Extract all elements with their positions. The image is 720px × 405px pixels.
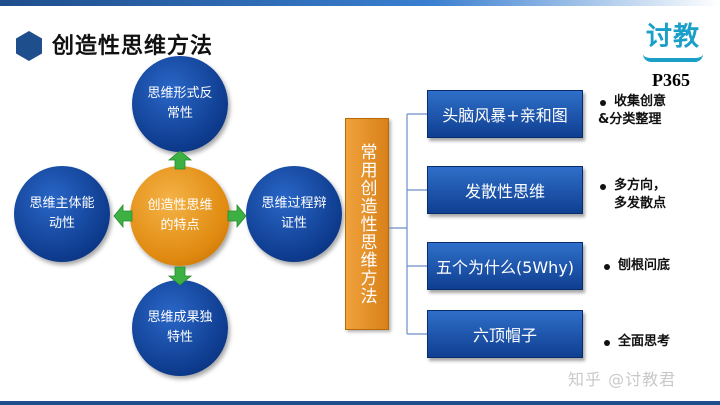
desc-line: 多发散点	[614, 196, 667, 211]
feature-right-label: 思维过程辩证性	[261, 196, 327, 231]
desc-line: 收集创意	[614, 94, 667, 109]
method-box-brainstorm: 头脑风暴+亲和图	[427, 90, 583, 138]
methods-title-box: 常用创造性思维方法	[345, 118, 389, 330]
feature-center-label: 创造性思维的特点	[147, 198, 213, 233]
page-title: 创造性思维方法	[52, 34, 214, 59]
desc-line: 多方向，	[614, 178, 667, 193]
bullet-icon	[600, 184, 606, 190]
method-label: 五个为什么(5Why)	[435, 258, 575, 277]
arrow-left-icon	[113, 204, 133, 228]
bullet-icon	[604, 340, 610, 346]
feature-top-circle: 思维形式反常性	[132, 56, 228, 152]
desc-line: 全面思考	[618, 334, 671, 349]
watermark: 知乎 @讨教君	[568, 370, 677, 389]
feature-bottom-circle: 思维成果独特性	[132, 280, 228, 376]
method-desc-divergent: 多方向， 多发散点	[614, 177, 666, 213]
method-label: 发散性思维	[464, 182, 545, 201]
bullet-icon	[604, 264, 610, 270]
method-box-divergent: 发散性思维	[427, 166, 583, 214]
hexagon-icon	[16, 31, 42, 61]
bracket-connector	[389, 113, 427, 335]
arrow-down-icon	[168, 266, 192, 286]
method-desc-brainstorm: 收集创意	[614, 93, 666, 111]
method-desc-six-hats: 全面思考	[618, 333, 670, 351]
logo-smile-icon	[643, 54, 703, 62]
feature-center-circle: 创造性思维的特点	[130, 166, 230, 266]
feature-top-label: 思维形式反常性	[147, 86, 213, 121]
arrow-right-icon	[227, 204, 247, 228]
logo: 讨教	[637, 14, 709, 68]
feature-right-circle: 思维过程辩证性	[246, 166, 342, 262]
bullet-icon	[600, 100, 606, 106]
method-label: 六顶帽子	[472, 326, 537, 345]
method-label: 头脑风暴+亲和图	[442, 106, 568, 125]
method-box-six-hats: 六顶帽子	[427, 310, 583, 358]
page-code: P365	[652, 70, 690, 90]
top-accent-bar	[0, 0, 720, 6]
method-desc-brainstorm-2: &分类整理	[598, 111, 661, 129]
desc-line: 刨根问底	[618, 258, 671, 273]
feature-left-label: 思维主体能动性	[29, 196, 95, 231]
logo-text: 讨教	[645, 22, 700, 52]
methods-title: 常用创造性思维方法	[356, 143, 377, 305]
method-desc-five-why: 刨根问底	[618, 257, 670, 275]
feature-left-circle: 思维主体能动性	[14, 166, 110, 262]
method-box-five-why: 五个为什么(5Why)	[427, 242, 583, 290]
bottom-accent-bar	[0, 401, 720, 405]
desc-line: &分类整理	[598, 112, 662, 127]
arrow-up-icon	[168, 150, 192, 170]
feature-bottom-label: 思维成果独特性	[147, 310, 213, 345]
